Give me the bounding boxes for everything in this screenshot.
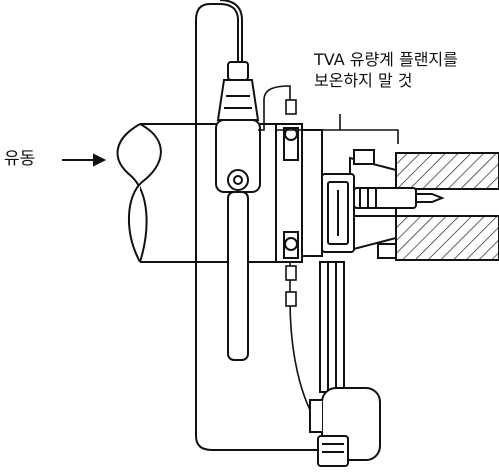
vertical-transmitter [215, 61, 261, 361]
flowmeter-body [321, 173, 445, 253]
lower-strut [319, 261, 345, 393]
pipe [116, 123, 301, 263]
insulation-section [395, 152, 499, 261]
insulation-note-line2: 보온하지 말 것 [314, 71, 413, 90]
insulation-note-line1: TVA 유량계 플랜지를 [314, 50, 458, 69]
flow-label: 유동 [4, 149, 36, 169]
callout-bracket [275, 114, 399, 144]
flow-arrow [62, 153, 107, 167]
signal-wire [258, 85, 311, 411]
impulse-tubing [195, 0, 318, 451]
flange-bolts [283, 127, 397, 259]
transmitter-housing [309, 387, 381, 467]
